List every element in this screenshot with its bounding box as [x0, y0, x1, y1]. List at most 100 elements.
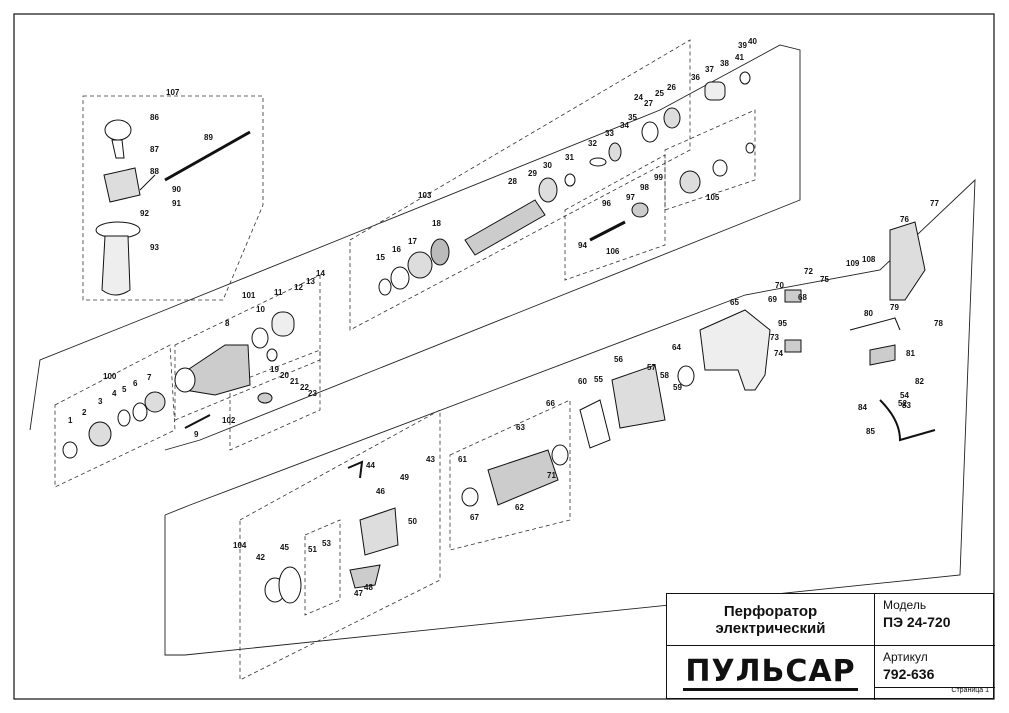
- part-label: 22: [300, 383, 309, 392]
- part-label: 57: [647, 363, 656, 372]
- part-label: 10: [256, 305, 265, 314]
- part-label: 41: [735, 53, 744, 62]
- part-label: 37: [705, 65, 714, 74]
- part-label: 83: [902, 401, 911, 410]
- part-label: 2: [82, 408, 87, 417]
- part-label: 94: [578, 241, 587, 250]
- group-label-105: 105: [706, 193, 720, 202]
- part-label: 74: [774, 349, 783, 358]
- part-label: 7: [147, 373, 152, 382]
- part-label: 33: [605, 129, 614, 138]
- part-label: 46: [376, 487, 385, 496]
- part-label: 9: [194, 430, 199, 439]
- part-label: 56: [614, 355, 623, 364]
- part-label: 91: [172, 199, 181, 208]
- part-label: 81: [906, 349, 915, 358]
- part-label: 109: [846, 259, 860, 268]
- part-label: 35: [628, 113, 637, 122]
- part-label: 60: [578, 377, 587, 386]
- group-label-102: 102: [222, 416, 236, 425]
- part-label: 53: [322, 539, 331, 548]
- part-label: 54: [900, 391, 909, 400]
- part-label: 87: [150, 145, 159, 154]
- part-label: 89: [204, 133, 213, 142]
- product-name-line1: Перфоратор: [723, 602, 818, 620]
- part-label: 48: [364, 583, 373, 592]
- part-label: 59: [673, 383, 682, 392]
- part-label: 38: [720, 59, 729, 68]
- group-box-104: [239, 409, 441, 681]
- part-label: 67: [470, 513, 479, 522]
- brand-logo: ПУЛЬСАР: [667, 646, 875, 700]
- shaft-parts: [378, 71, 755, 296]
- group-label-104: 104: [233, 541, 247, 550]
- part-label: 63: [516, 423, 525, 432]
- group-box-106: [564, 154, 666, 281]
- part-label: 1: [68, 416, 73, 425]
- part-label: 14: [316, 269, 325, 278]
- article-value: 792-636: [883, 666, 935, 682]
- part-label: 5: [122, 385, 127, 394]
- part-label: 96: [602, 199, 611, 208]
- part-label: 36: [691, 73, 700, 82]
- part-label: 85: [866, 427, 875, 436]
- group-box-100: [54, 344, 176, 488]
- part-label: 26: [667, 83, 676, 92]
- part-label: 17: [408, 237, 417, 246]
- part-label: 70: [775, 281, 784, 290]
- part-label: 32: [588, 139, 597, 148]
- part-label: 12: [294, 283, 303, 292]
- part-label: 64: [672, 343, 681, 352]
- part-label: 28: [508, 177, 517, 186]
- part-label: 6: [133, 379, 138, 388]
- part-label: 29: [528, 169, 537, 178]
- product-name: Перфоратор электрический: [667, 594, 875, 646]
- part-label: 73: [770, 333, 779, 342]
- part-label: 79: [890, 303, 899, 312]
- part-label: 108: [862, 255, 876, 264]
- group-box-107: [82, 95, 264, 301]
- drawing-frame: [13, 13, 995, 700]
- part-callouts: 1 2 3 4 5 6 7 8 9 10 11 12 13 14 15 16 1…: [68, 37, 943, 598]
- group-label-101: 101: [242, 291, 256, 300]
- part-label: 99: [654, 173, 663, 182]
- group-box-104b: [304, 519, 341, 616]
- group-box-103: [349, 39, 691, 331]
- part-label: 25: [655, 89, 664, 98]
- article-label: Артикул: [883, 650, 928, 664]
- model-cell: Модель ПЭ 24-720: [875, 594, 995, 646]
- brand-name: ПУЛЬСАР: [683, 653, 858, 691]
- part-label: 27: [644, 99, 653, 108]
- part-label: 30: [543, 161, 552, 170]
- part-label: 18: [432, 219, 441, 228]
- side-handle-parts: [95, 119, 251, 296]
- group-label-62: 62: [515, 503, 524, 512]
- group-box-102: [229, 349, 321, 451]
- model-label: Модель: [883, 598, 927, 612]
- part-label: 90: [172, 185, 181, 194]
- part-label: 23: [308, 389, 317, 398]
- part-label: 75: [820, 275, 829, 284]
- part-label: 52: [898, 399, 907, 408]
- part-label: 78: [934, 319, 943, 328]
- part-label: 3: [98, 397, 103, 406]
- title-block: Перфоратор электрический ПУЛЬСАР Модель …: [666, 593, 995, 700]
- part-label: 51: [308, 545, 317, 554]
- assembly-outlines: [29, 44, 976, 656]
- group-label-103: 103: [418, 191, 432, 200]
- part-label: 16: [392, 245, 401, 254]
- model-value: ПЭ 24-720: [883, 614, 951, 630]
- part-label: 66: [546, 399, 555, 408]
- part-label: 65: [730, 298, 739, 307]
- product-name-line2: электрический: [715, 619, 826, 637]
- group-label-100: 100: [103, 372, 117, 381]
- part-label: 92: [140, 209, 149, 218]
- part-label: 97: [626, 193, 635, 202]
- part-label: 24: [634, 93, 643, 102]
- part-label: 71: [547, 471, 556, 480]
- group-labels: 107 100 101 102 103 104 105 106 62: [103, 88, 720, 550]
- part-label: 13: [306, 277, 315, 286]
- part-label: 20: [280, 371, 289, 380]
- group-label-107: 107: [166, 88, 180, 97]
